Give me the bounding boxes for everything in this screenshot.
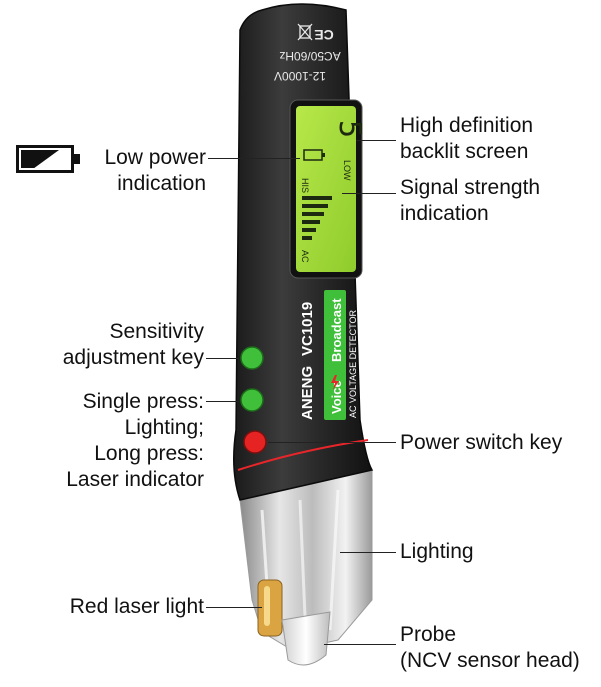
- label-laser: Red laser light: [69, 595, 204, 618]
- leader-probe: [324, 644, 396, 645]
- tip-rib: [328, 489, 340, 631]
- leader-low-power: [208, 158, 300, 159]
- leader-lighting: [340, 552, 396, 553]
- leader-power: [268, 442, 396, 443]
- battery-low-icon: [16, 145, 80, 173]
- leader-laser: [206, 607, 262, 608]
- brand-name: ANENG: [299, 366, 316, 420]
- label-probe: Probe (NCV sensor head): [400, 623, 580, 672]
- screen-ac: AC: [300, 250, 310, 263]
- label-lighting: Lighting: [400, 540, 474, 563]
- leader-single-press: [206, 401, 240, 402]
- screen-his: HIS: [300, 178, 310, 193]
- feature-broadcast: Broadcast: [329, 298, 344, 362]
- laser-lens-highlight: [264, 586, 270, 626]
- feature-voice: Voice: [329, 380, 344, 414]
- battery-fill: [21, 150, 59, 168]
- device-subtitle: AC VOLTAGE DETECTOR: [348, 309, 358, 418]
- screen-low: LOW: [342, 160, 352, 181]
- ce-mark: CE: [314, 27, 333, 43]
- probe-tip: [281, 611, 331, 666]
- battery-low-screen-icon: [303, 149, 325, 161]
- sensitivity-button[interactable]: [240, 346, 264, 370]
- lightning-icon: [331, 375, 339, 390]
- label-single-press: Single press: Lighting; Long press: Lase…: [66, 390, 204, 491]
- recycle-bin-icon: [297, 23, 313, 41]
- label-signal: Signal strength indication: [400, 176, 541, 225]
- leader-screen: [356, 140, 396, 141]
- signal-bars: [302, 196, 332, 240]
- label-screen: High definition backlit screen: [400, 114, 534, 163]
- battery-cap: [74, 154, 80, 164]
- voice-broadcast-badge: [324, 290, 346, 420]
- label-low-power: Low power indication: [104, 146, 206, 195]
- power-button[interactable]: [243, 430, 267, 454]
- leader-sensitivity: [206, 358, 240, 359]
- model-name: VC1019: [299, 302, 316, 356]
- label-power: Power switch key: [400, 431, 563, 454]
- label-sensitivity: Sensitivity adjustment key: [62, 320, 204, 369]
- range-text: 12-1000V: [274, 69, 326, 83]
- light-laser-button[interactable]: [240, 388, 264, 412]
- freq-text: AC50/60Hz: [279, 49, 340, 63]
- leader-signal: [342, 193, 396, 194]
- screen-digit: 5: [332, 120, 367, 138]
